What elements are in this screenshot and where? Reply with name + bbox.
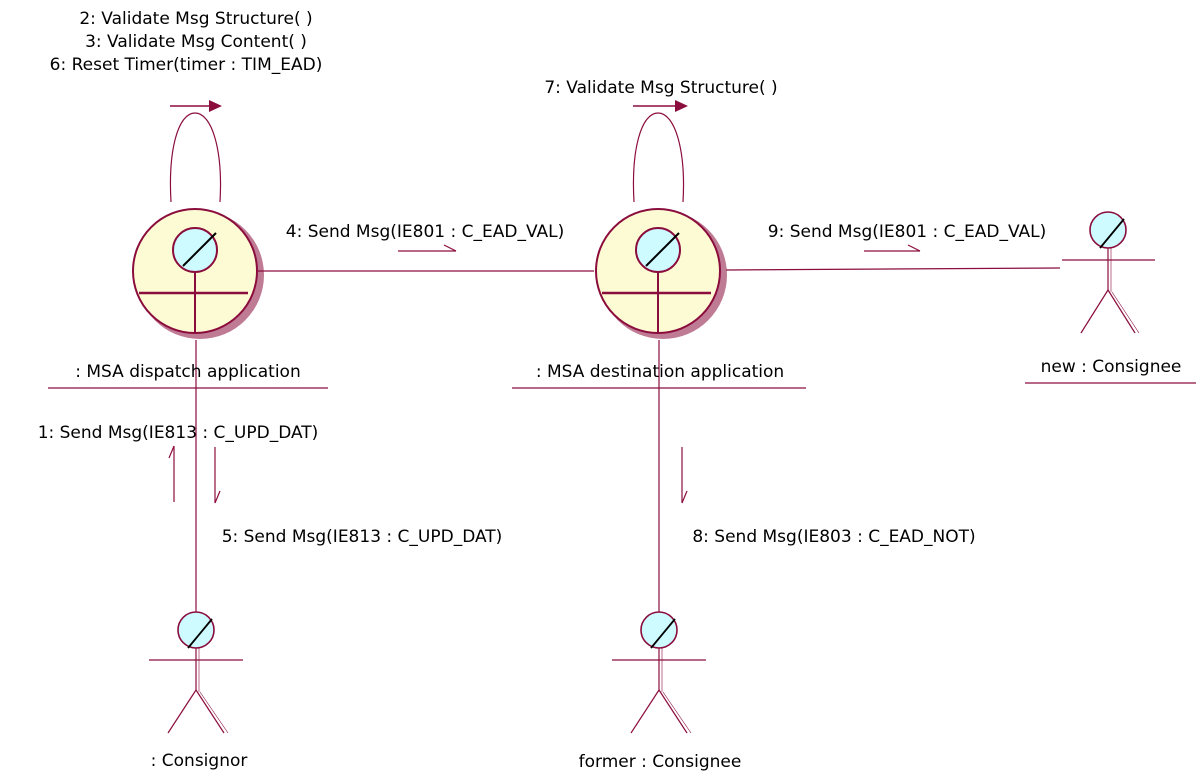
message-label-3: 3: Validate Msg Content( ) [85,32,307,52]
object-label-consignor: : Consignor [151,751,248,771]
actor-new-consignee[interactable] [1062,211,1155,334]
control-object-destination[interactable] [595,208,727,339]
arrow-msg-self-dispatch [170,100,222,112]
message-label-6: 6: Reset Timer(timer : TIM_EAD) [50,55,323,75]
arrow-msg-1 [168,445,175,502]
self-loop-destination[interactable] [632,112,685,203]
actor-icon [149,611,243,734]
arrow-msg-9 [864,244,921,252]
actor-consignor[interactable] [149,611,243,734]
message-label-5: 5: Send Msg(IE813 : C_UPD_DAT) [222,527,503,547]
actor-former-consignee[interactable] [612,611,706,734]
message-label-4: 4: Send Msg(IE801 : C_EAD_VAL) [286,222,564,242]
message-label-9: 9: Send Msg(IE801 : C_EAD_VAL) [768,222,1046,242]
arrow-msg-4 [398,244,457,252]
message-label-1: 1: Send Msg(IE813 : C_UPD_DAT) [38,423,319,443]
message-label-2: 2: Validate Msg Structure( ) [79,9,312,29]
arrow-msg-5 [214,447,221,504]
message-label-8: 8: Send Msg(IE803 : C_EAD_NOT) [692,527,975,547]
object-label-new-consignee: new : Consignee [1041,357,1182,377]
actor-icon [1062,211,1155,334]
control-object-icon [595,208,727,339]
arrow-msg-8 [681,447,688,504]
actor-icon [612,611,706,734]
link-destination-new-consignee[interactable] [725,267,1061,271]
object-label-destination: : MSA destination application [536,362,784,382]
message-label-7: 7: Validate Msg Structure( ) [544,78,777,98]
object-label-dispatch: : MSA dispatch application [75,362,300,382]
self-loop-dispatch[interactable] [169,112,222,203]
arrow-msg-self-destination [633,100,688,112]
object-label-former-consignee: former : Consignee [579,752,742,772]
control-object-icon [132,208,264,339]
control-object-dispatch[interactable] [132,208,264,339]
